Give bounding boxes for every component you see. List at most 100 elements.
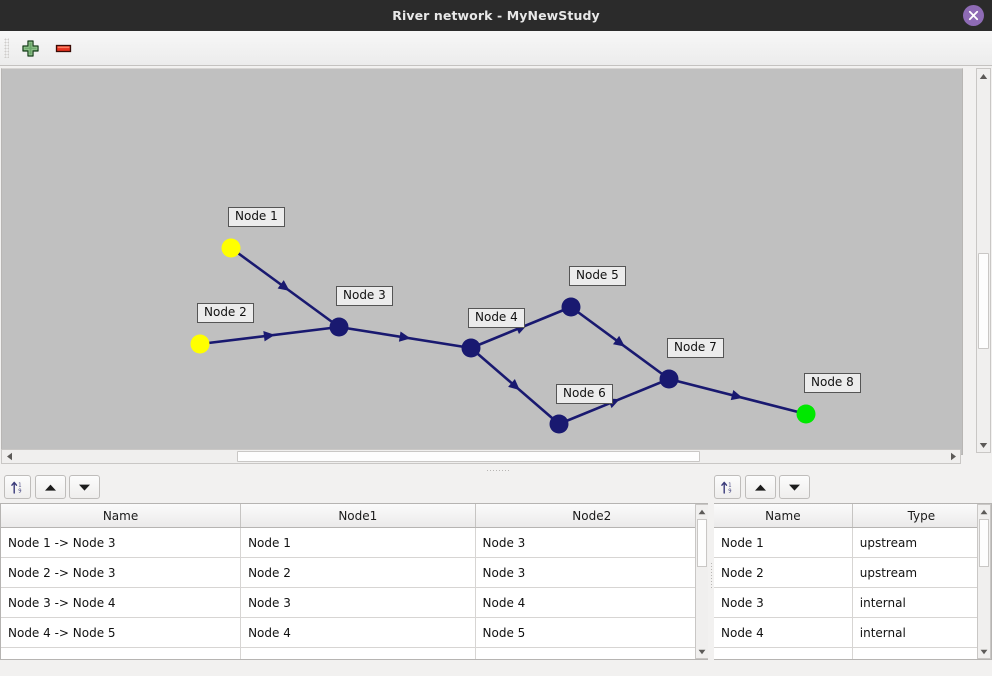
- reaches-vscroll-thumb[interactable]: [697, 519, 707, 567]
- vertical-splitter[interactable]: [708, 474, 714, 676]
- scroll-down-icon[interactable]: [978, 645, 990, 658]
- scroll-up-icon[interactable]: [696, 505, 708, 518]
- table-cell[interactable]: Node 2 -> Node 3: [1, 557, 242, 588]
- column-header[interactable]: Node1: [240, 504, 476, 528]
- column-header[interactable]: Name: [714, 504, 853, 528]
- reaches-vertical-scrollbar[interactable]: [695, 504, 709, 659]
- graph-node-label[interactable]: Node 8: [804, 373, 861, 393]
- table-cell[interactable]: Node 1: [240, 527, 476, 558]
- graph-horizontal-scrollbar[interactable]: [1, 449, 961, 464]
- graph-hscroll-thumb[interactable]: [237, 451, 700, 462]
- graph-node-label[interactable]: Node 4: [468, 308, 525, 328]
- toolbar-grip[interactable]: [4, 38, 9, 58]
- nodes-move-up-button[interactable]: [745, 475, 776, 499]
- svg-text:9: 9: [18, 488, 21, 494]
- table-cell[interactable]: Node 3: [240, 587, 476, 618]
- table-cell[interactable]: Node 3 -> Node 4: [1, 587, 242, 618]
- graph-node[interactable]: [461, 338, 481, 358]
- table-row-empty[interactable]: [714, 647, 991, 659]
- main-toolbar: [0, 31, 992, 66]
- network-graph-panel: Node 1 Node 2 Node 3 Node 4 Node 5 Node 6 Node…: [0, 66, 992, 466]
- column-header[interactable]: Name: [1, 504, 242, 528]
- table-cell[interactable]: Node 2: [240, 557, 476, 588]
- graph-vertical-scrollbar[interactable]: [976, 68, 991, 453]
- graph-node-label[interactable]: Node 6: [556, 384, 613, 404]
- table-cell[interactable]: Node 4 -> Node 5: [1, 617, 242, 648]
- svg-text:9: 9: [728, 488, 731, 494]
- graph-node-label[interactable]: Node 7: [667, 338, 724, 358]
- nodes-move-down-button[interactable]: [779, 475, 810, 499]
- graph-node[interactable]: [549, 414, 569, 434]
- graph-node-label[interactable]: Node 3: [336, 286, 393, 306]
- graph-node[interactable]: [329, 317, 349, 337]
- network-graph-canvas[interactable]: Node 1 Node 2 Node 3 Node 4 Node 5 Node 6 Node…: [1, 68, 963, 455]
- table-cell[interactable]: upstream: [852, 557, 991, 588]
- table-cell[interactable]: Node 4: [475, 587, 709, 618]
- graph-vscroll-thumb[interactable]: [978, 253, 989, 349]
- table-cell[interactable]: Node 3: [475, 527, 709, 558]
- reaches-sort-button[interactable]: 1 9: [4, 475, 31, 499]
- splitter-grip: [710, 562, 712, 588]
- nodes-toolbar: 1 9: [713, 474, 992, 502]
- table-cell[interactable]: internal: [852, 587, 991, 618]
- nodes-sort-button[interactable]: 1 9: [714, 475, 741, 499]
- column-header[interactable]: Node2: [475, 504, 709, 528]
- graph-node[interactable]: [659, 369, 679, 389]
- reaches-move-up-button[interactable]: [35, 475, 66, 499]
- table-cell[interactable]: Node 5: [475, 617, 709, 648]
- table-cell[interactable]: Node 3: [714, 587, 853, 618]
- graph-node[interactable]: [190, 334, 210, 354]
- svg-text:1: 1: [728, 482, 731, 488]
- scroll-down-icon[interactable]: [696, 645, 708, 658]
- graph-node-label[interactable]: Node 1: [228, 207, 285, 227]
- close-icon[interactable]: [963, 5, 984, 26]
- table-cell[interactable]: Node 4: [240, 617, 476, 648]
- table-cell[interactable]: Node 1: [714, 527, 853, 558]
- graph-node-label[interactable]: Node 2: [197, 303, 254, 323]
- scroll-right-icon[interactable]: [946, 450, 960, 463]
- table-cell[interactable]: Node 2: [714, 557, 853, 588]
- add-plus-icon[interactable]: [17, 35, 43, 61]
- scroll-up-icon[interactable]: [978, 505, 990, 518]
- horizontal-splitter[interactable]: [0, 466, 992, 474]
- table-cell[interactable]: Node 4: [714, 617, 853, 648]
- nodes-vertical-scrollbar[interactable]: [977, 504, 991, 659]
- graph-node[interactable]: [221, 238, 241, 258]
- table-cell[interactable]: Node 1 -> Node 3: [1, 527, 242, 558]
- graph-node[interactable]: [796, 404, 816, 424]
- scroll-down-icon[interactable]: [977, 438, 990, 452]
- graph-node-label[interactable]: Node 5: [569, 266, 626, 286]
- scroll-left-icon[interactable]: [2, 450, 16, 463]
- column-header[interactable]: Type: [852, 504, 991, 528]
- scroll-up-icon[interactable]: [977, 69, 990, 83]
- table-cell[interactable]: internal: [852, 617, 991, 648]
- table-cell: [475, 647, 709, 659]
- reaches-toolbar: 1 9: [0, 474, 710, 502]
- table-cell: [852, 647, 991, 659]
- table-cell[interactable]: upstream: [852, 527, 991, 558]
- table-cell[interactable]: Node 3: [475, 557, 709, 588]
- network-graph-svg: [190, 238, 816, 434]
- delete-minus-icon[interactable]: [50, 35, 76, 61]
- table-cell: [240, 647, 476, 659]
- reaches-move-down-button[interactable]: [69, 475, 100, 499]
- graph-node[interactable]: [561, 297, 581, 317]
- table-row-empty[interactable]: [1, 647, 709, 659]
- nodes-vscroll-thumb[interactable]: [979, 519, 989, 567]
